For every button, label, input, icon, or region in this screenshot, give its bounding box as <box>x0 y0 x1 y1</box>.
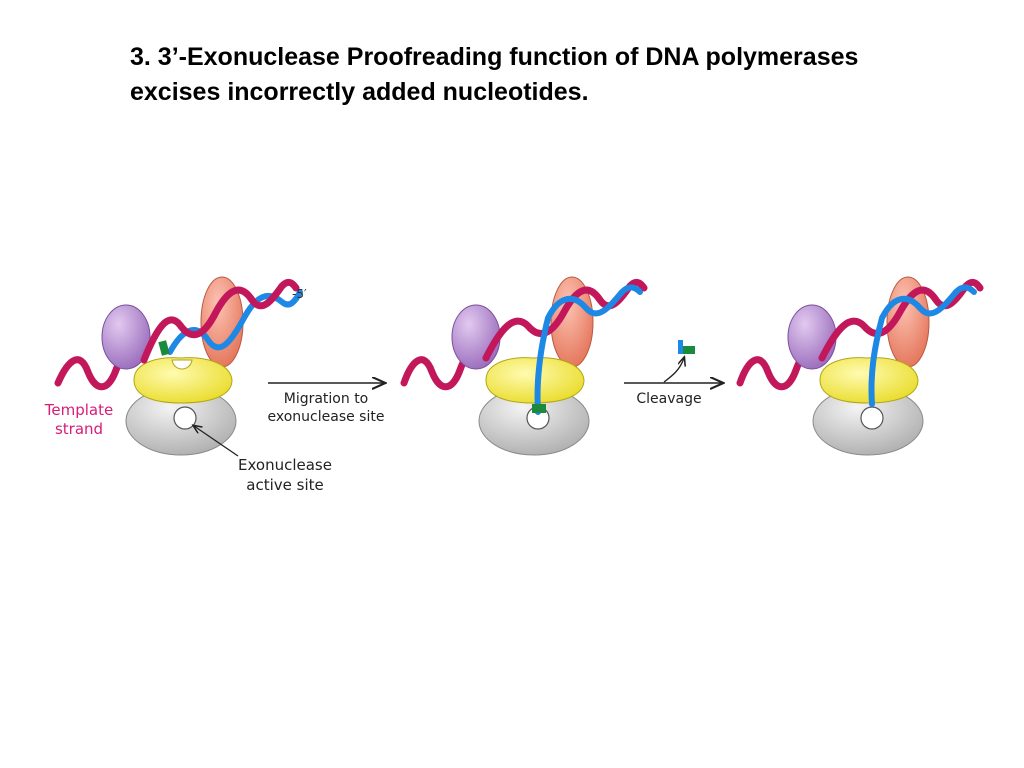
yellow-notch <box>171 359 193 370</box>
exonuclease-label-2: active site <box>246 476 323 494</box>
migration-step: Migration to exonuclease site <box>268 383 385 425</box>
mismatched-nucleotide <box>532 404 546 413</box>
purple-domain <box>787 304 837 370</box>
migration-label-2: exonuclease site <box>268 409 385 425</box>
new-strand <box>534 284 643 415</box>
yellow-domain <box>133 357 233 404</box>
purple-domain <box>451 304 501 370</box>
panel-exonuclease-site <box>400 276 648 456</box>
exonuclease-label-1: Exonuclease <box>238 456 332 474</box>
migration-label-1: Migration to <box>284 391 369 407</box>
cleavage-step: Cleavage <box>624 340 722 407</box>
panel-after-cleavage <box>736 276 984 456</box>
template-strand-front <box>140 278 300 364</box>
exonuclease-active-site <box>173 406 197 430</box>
template-strand-label-1: Template <box>44 401 113 419</box>
new-strand <box>868 284 977 407</box>
title-line-1: 3. 3’-Exonuclease Proofreading function … <box>130 43 859 71</box>
yellow-domain <box>485 357 585 404</box>
release-arrow <box>663 358 684 383</box>
exo-site-pointer <box>194 426 239 457</box>
exonuclease-active-site <box>860 406 884 430</box>
purple-domain <box>101 304 151 370</box>
five-prime-label: -5′ <box>292 287 307 301</box>
mismatched-nucleotide <box>158 340 170 356</box>
template-strand-label-2: strand <box>55 420 103 438</box>
released-nucleotide <box>678 340 695 354</box>
panel-polymerase-site: -5′ Template strand Exonuclease active s… <box>44 276 332 494</box>
cleavage-label: Cleavage <box>636 391 701 407</box>
title-line-2: excises incorrectly added nucleotides. <box>130 78 589 106</box>
slide-title: 3. 3’-Exonuclease Proofreading function … <box>130 40 990 110</box>
